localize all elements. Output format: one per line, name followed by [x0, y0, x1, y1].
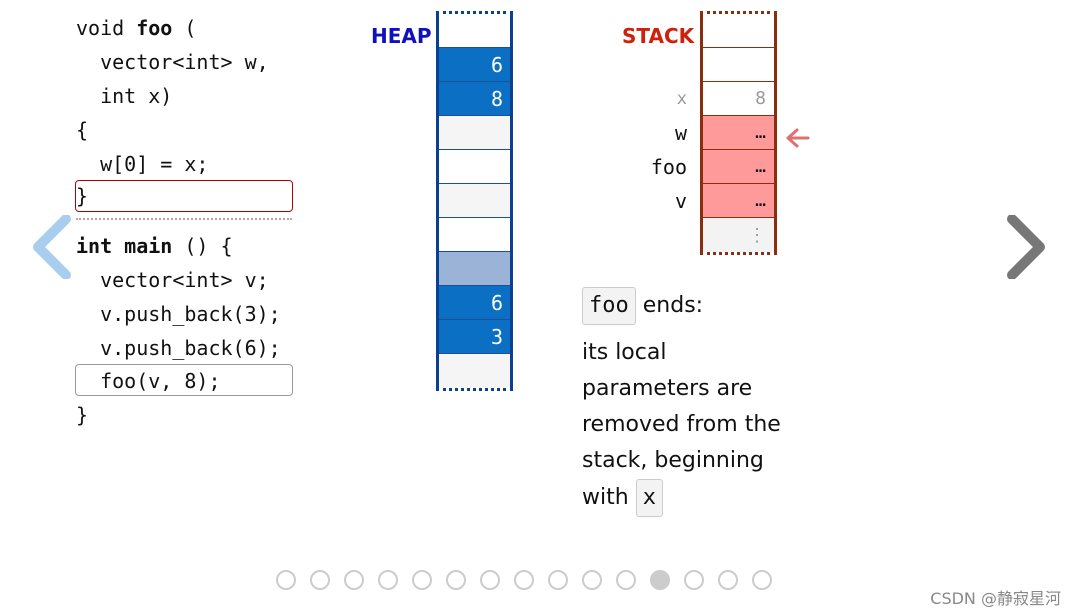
stack-cell — [703, 48, 774, 82]
function-separator — [76, 218, 292, 220]
stack-cell: … — [703, 116, 774, 150]
stack-label: w — [674, 121, 687, 145]
arrow-left-icon — [786, 128, 810, 148]
code-line: vector<int> v; — [76, 268, 269, 292]
pagination-dot[interactable] — [718, 570, 738, 590]
explanation-line: with x — [582, 479, 663, 517]
heap-cell — [439, 252, 510, 286]
code-line: { — [76, 118, 89, 142]
code-line: v.push_back(3); — [76, 302, 281, 326]
code-line: } — [76, 403, 89, 427]
heap-cell: 6 — [439, 48, 510, 82]
chevron-right-icon — [1007, 215, 1045, 279]
heap-cell: 8 — [439, 82, 510, 116]
heap-cell: 3 — [439, 320, 510, 354]
code-line: int x) — [76, 84, 173, 108]
pagination-dot[interactable] — [276, 570, 296, 590]
code-line: foo(v, 8); — [76, 369, 221, 393]
pagination-dot[interactable] — [684, 570, 704, 590]
code-chip: x — [635, 479, 663, 517]
stack-cell: … — [703, 150, 774, 184]
pagination-dot[interactable] — [752, 570, 772, 590]
code-line: vector<int> w, — [76, 50, 269, 74]
pagination-dots — [276, 570, 772, 590]
heap-cell: 6 — [439, 286, 510, 320]
pagination-dot[interactable] — [582, 570, 602, 590]
watermark: CSDN @静寂星河 — [930, 589, 1061, 608]
stack-label: foo — [650, 155, 687, 179]
heap-cell — [439, 116, 510, 150]
heap-cell — [439, 218, 510, 252]
pagination-dot[interactable] — [310, 570, 330, 590]
explanation-heading: foo ends: — [582, 287, 703, 325]
pagination-dot[interactable] — [344, 570, 364, 590]
code-line: w[0] = x; — [76, 152, 209, 176]
explanation-line: removed from the — [582, 412, 781, 437]
stack-pointer — [784, 126, 812, 154]
code-line: v.push_back(6); — [76, 336, 281, 360]
heap-cell — [439, 184, 510, 218]
heap-cell — [439, 14, 510, 48]
code-line: } — [76, 184, 89, 208]
stack-label: x — [676, 89, 687, 109]
explanation-line: stack, beginning — [582, 448, 764, 473]
code-line: void foo ( — [76, 16, 197, 40]
pagination-dot[interactable] — [616, 570, 636, 590]
stack-title: STACK — [622, 24, 695, 48]
pagination-dot[interactable] — [514, 570, 534, 590]
stack-column: 8………⋮ — [700, 11, 777, 255]
heap-cell — [439, 354, 510, 388]
heap-title: HEAP — [371, 24, 432, 48]
pagination-dot[interactable] — [548, 570, 568, 590]
pagination-dot[interactable] — [650, 570, 670, 590]
heap-cell — [439, 150, 510, 184]
chevron-left-icon — [33, 215, 71, 279]
pagination-dot[interactable] — [378, 570, 398, 590]
stack-cell: ⋮ — [703, 218, 774, 252]
prev-slide-button[interactable] — [22, 212, 82, 282]
stack-label: v — [674, 189, 687, 213]
highlight-closing-brace — [75, 180, 293, 212]
code-line: int main () { — [76, 234, 233, 258]
explanation-line: parameters are — [582, 376, 753, 401]
explanation-line: its local — [582, 340, 667, 365]
code-chip: foo — [582, 287, 636, 325]
pagination-dot[interactable] — [412, 570, 432, 590]
stack-cell: 8 — [703, 82, 774, 116]
stack-cell: … — [703, 184, 774, 218]
pagination-dot[interactable] — [446, 570, 466, 590]
next-slide-button[interactable] — [996, 212, 1056, 282]
pagination-dot[interactable] — [480, 570, 500, 590]
stack-cell — [703, 14, 774, 48]
highlight-foo-call — [75, 364, 293, 396]
